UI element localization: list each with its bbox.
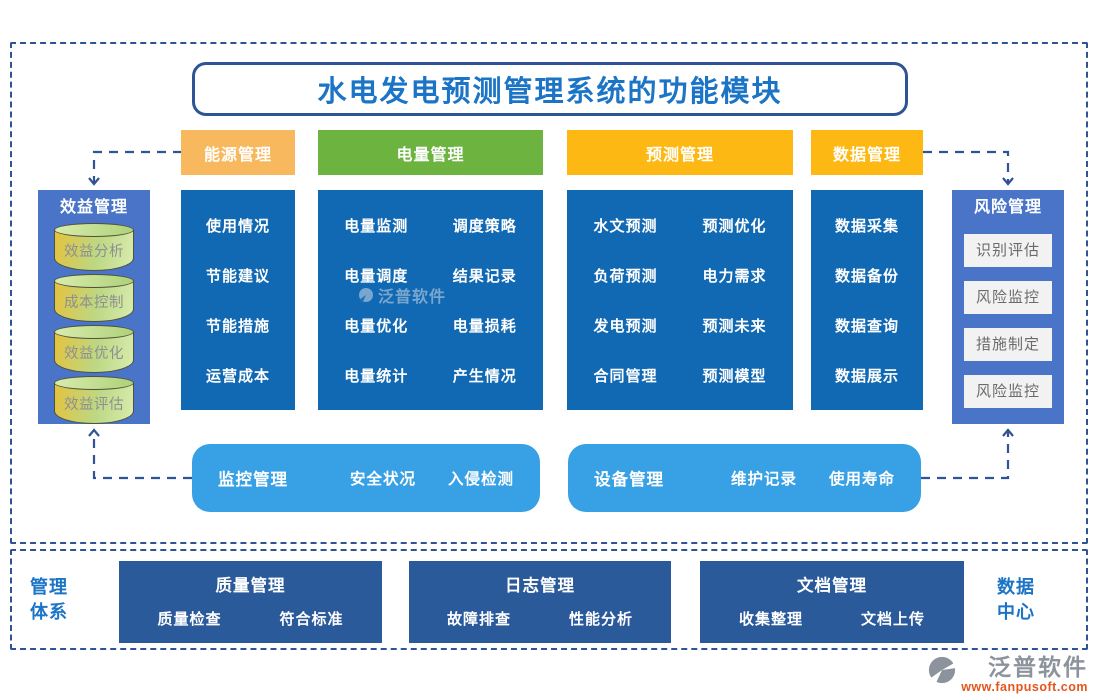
- module-item: 结果记录: [452, 267, 517, 285]
- risk-item: 识别评估: [964, 234, 1052, 267]
- module-item: 预测模型: [702, 367, 767, 385]
- module-item: 预测未来: [702, 317, 767, 335]
- database-cylinder: 效益分析: [54, 223, 134, 271]
- group-title: 质量管理: [215, 577, 286, 595]
- module-item: 数据展示: [834, 367, 899, 385]
- column-forecast-modules: 水文预测 预测优化 负荷预测 电力需求 发电预测 预测未来 合同管理 预测模型: [567, 190, 793, 410]
- bar-items: 安全状况 入侵检测: [350, 467, 514, 489]
- vendor-url: www.fanpusoft.com: [961, 680, 1088, 694]
- bar-item: 使用寿命: [828, 471, 895, 488]
- label-data-center: 数据 中心: [997, 577, 1035, 623]
- risk-item: 风险监控: [964, 281, 1052, 314]
- bar-device-management: 设备管理 维护记录 使用寿命: [568, 444, 921, 512]
- header-forecast-management: 预测管理: [567, 130, 793, 175]
- cylinder-top: [54, 274, 134, 288]
- group-items: 质量检查 符合标准: [119, 608, 382, 629]
- vendor-logo: 泛普软件 www.fanpusoft.com: [927, 653, 1088, 694]
- group-item: 故障排查: [446, 611, 511, 628]
- module-item: 数据备份: [834, 267, 899, 285]
- column-power-modules: 电量监测 调度策略 电量调度 结果记录 电量优化 电量损耗 电量统计 产生情况: [318, 190, 543, 410]
- group-items: 故障排查 性能分析: [409, 608, 671, 629]
- group-log-management: 日志管理 故障排查 性能分析: [409, 561, 671, 643]
- module-item: 电量损耗: [452, 317, 517, 335]
- group-title: 日志管理: [505, 577, 575, 595]
- module-item: 电量统计: [344, 367, 409, 385]
- cylinder-label: 成本控制: [64, 295, 124, 311]
- main-dashed-frame: [10, 42, 1088, 544]
- management-dashed-frame: [10, 549, 1088, 650]
- module-item: 使用情况: [205, 217, 270, 235]
- fanpu-logo-icon: [929, 656, 956, 684]
- database-cylinder: 效益优化: [54, 325, 134, 373]
- cylinder-label: 效益分析: [64, 244, 124, 260]
- module-item: 电力需求: [702, 267, 767, 285]
- label-management-system: 管理 体系: [30, 577, 68, 623]
- panel-title: 效益管理: [59, 199, 128, 216]
- module-item: 调度策略: [452, 217, 517, 235]
- module-item: 预测优化: [702, 217, 767, 235]
- module-item: 节能措施: [205, 317, 270, 335]
- group-quality-management: 质量管理 质量检查 符合标准: [119, 561, 382, 643]
- column-energy-modules: 使用情况 节能建议 节能措施 运营成本: [181, 190, 295, 410]
- database-cylinder: 效益评估: [54, 376, 134, 424]
- bar-items: 维护记录 使用寿命: [731, 467, 895, 489]
- risk-item: 措施制定: [964, 328, 1052, 361]
- cylinder-label: 效益评估: [64, 397, 124, 413]
- group-item: 性能分析: [569, 611, 634, 628]
- vendor-name: 泛普软件: [988, 653, 1088, 680]
- module-item: 数据查询: [834, 317, 899, 335]
- module-item: 电量监测: [344, 217, 409, 235]
- header-energy-management: 能源管理: [181, 130, 295, 175]
- module-item: 负荷预测: [593, 267, 658, 285]
- module-item: 数据采集: [834, 217, 899, 235]
- column-data-modules: 数据采集 数据备份 数据查询 数据展示: [811, 190, 923, 410]
- bar-monitor-management: 监控管理 安全状况 入侵检测: [192, 444, 540, 512]
- header-power-management: 电量管理: [318, 130, 543, 175]
- bar-title: 监控管理: [218, 471, 288, 489]
- group-items: 收集整理 文档上传: [700, 608, 964, 629]
- module-item: 节能建议: [205, 267, 270, 285]
- bar-item: 入侵检测: [447, 471, 514, 488]
- cylinder-label: 效益优化: [64, 346, 124, 362]
- group-document-management: 文档管理 收集整理 文档上传: [700, 561, 964, 643]
- module-item: 发电预测: [593, 317, 658, 335]
- bar-item: 维护记录: [730, 471, 797, 488]
- header-data-management: 数据管理: [811, 130, 923, 175]
- page-title: 水电发电预测管理系统的功能模块: [317, 76, 783, 108]
- risk-item: 风险监控: [964, 375, 1052, 408]
- panel-benefit-management: 效益管理 效益分析 成本控制 效益优化 效益评估: [38, 190, 150, 424]
- module-item: 水文预测: [593, 217, 658, 235]
- module-item: 电量调度: [344, 267, 409, 285]
- panel-title: 风险管理: [973, 199, 1042, 216]
- module-item: 电量优化: [344, 317, 409, 335]
- module-item: 合同管理: [593, 367, 658, 385]
- diagram-title-box: 水电发电预测管理系统的功能模块: [192, 62, 908, 116]
- cylinder-top: [54, 325, 134, 339]
- group-item: 符合标准: [279, 611, 344, 628]
- cylinder-top: [54, 376, 134, 390]
- group-item: 文档上传: [861, 611, 926, 628]
- database-cylinder: 成本控制: [54, 274, 134, 322]
- group-title: 文档管理: [797, 577, 867, 595]
- bar-item: 安全状况: [349, 471, 416, 488]
- vendor-logo-text: 泛普软件 www.fanpusoft.com: [961, 653, 1088, 694]
- cylinder-top: [54, 223, 134, 237]
- panel-risk-management: 风险管理 识别评估 风险监控 措施制定 风险监控: [952, 190, 1064, 424]
- group-item: 质量检查: [157, 611, 222, 628]
- module-item: 产生情况: [452, 367, 517, 385]
- bar-title: 设备管理: [594, 471, 664, 489]
- group-item: 收集整理: [738, 611, 803, 628]
- module-item: 运营成本: [205, 367, 270, 385]
